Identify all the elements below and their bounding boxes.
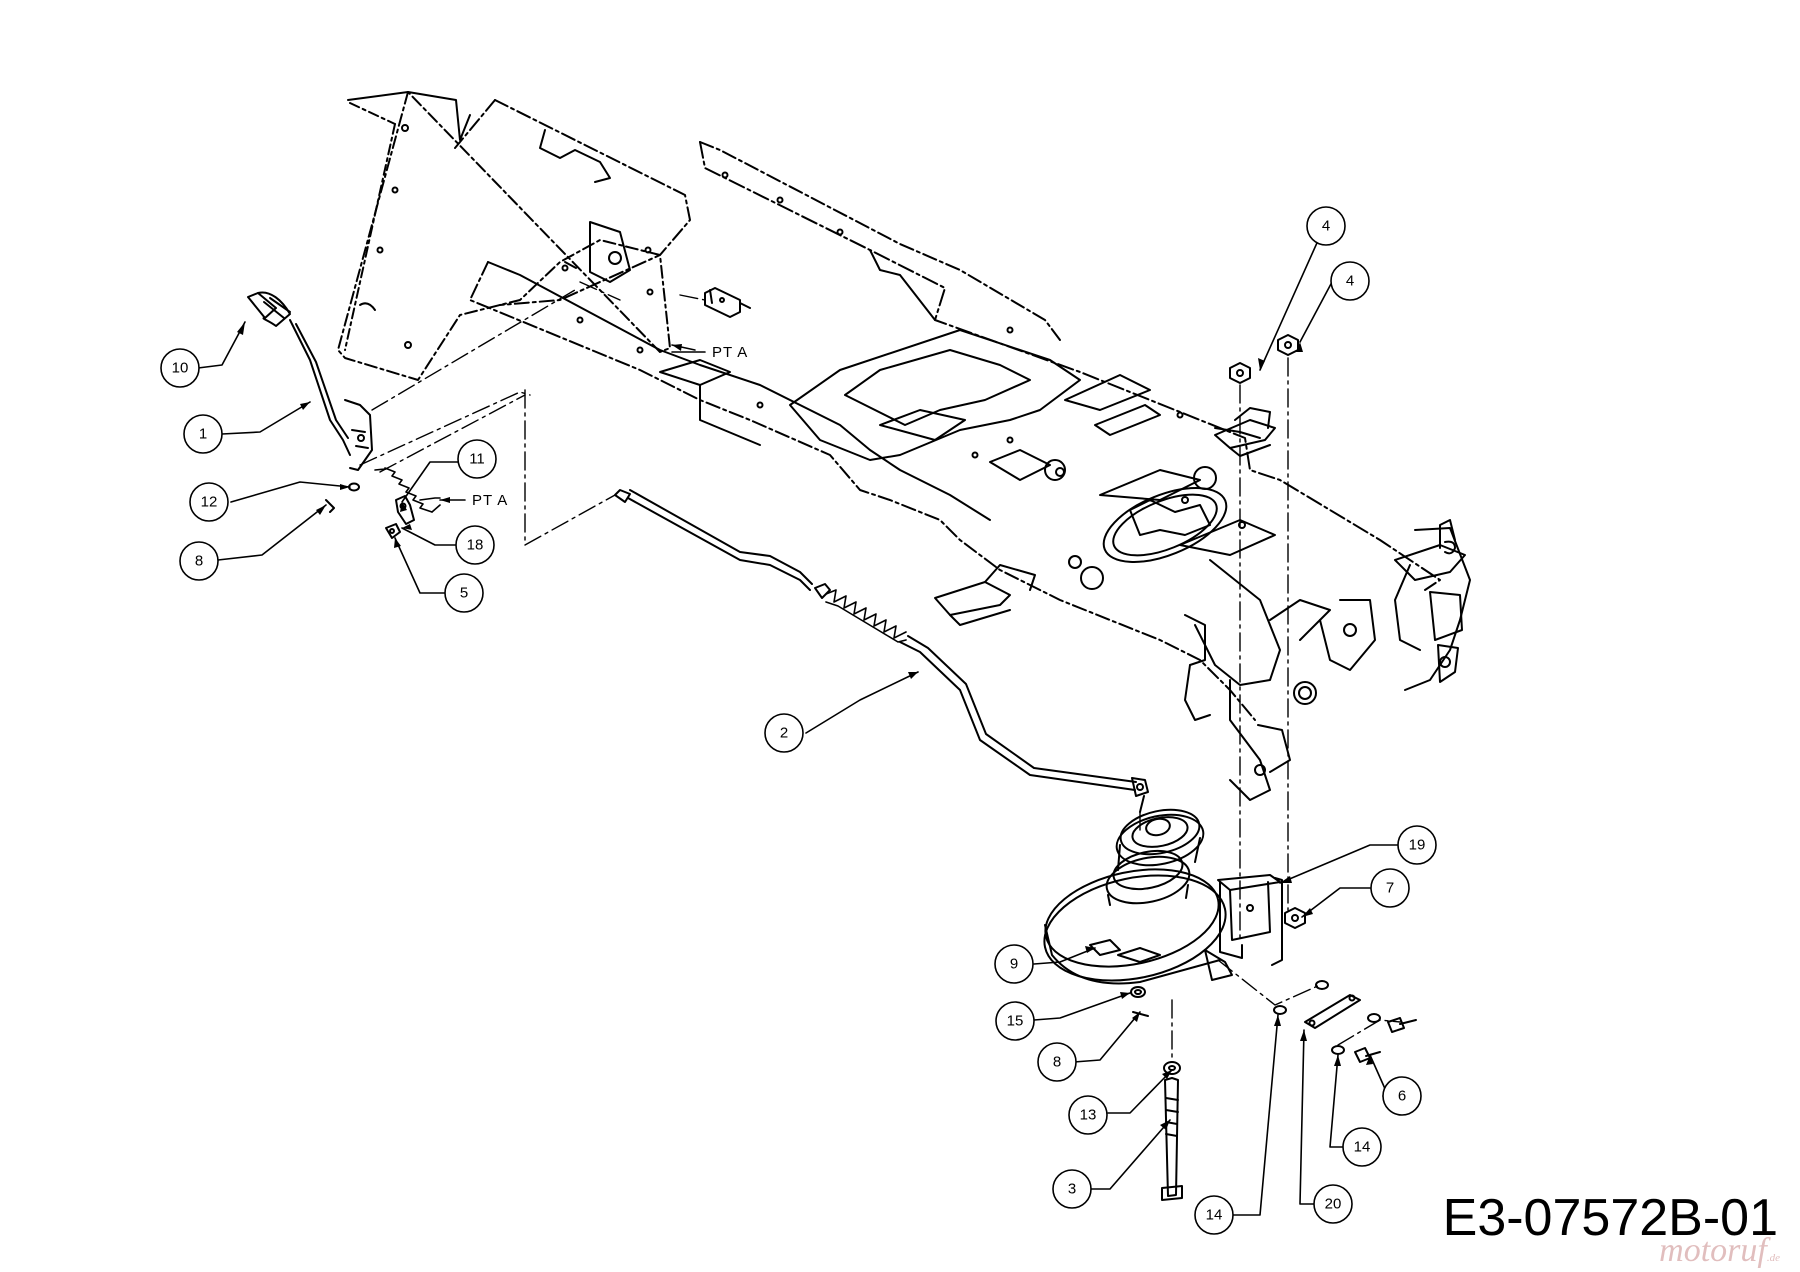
callout-7: 7 [1370,868,1410,908]
lock-nut-upper [1229,362,1251,384]
frame-lower-rail [469,261,1256,721]
callout-18: 18 [455,525,495,565]
callout-3: 3 [1052,1169,1092,1209]
svg-text:2: 2 [780,725,788,742]
control-rod [614,489,1149,813]
spacer-washers [1273,980,1381,1055]
frame-rear-bracket [1214,407,1471,691]
callout-14-left: 14 [1194,1195,1234,1235]
callout-8-upper: 8 [179,541,219,581]
svg-text:18: 18 [467,537,484,554]
clutch-bracket [1204,874,1283,981]
clutch-key-8 [1132,1011,1149,1017]
svg-text:14: 14 [1354,1139,1371,1156]
callout-1: 1 [183,414,223,454]
lever-spring [374,467,441,513]
svg-text:6: 6 [1398,1088,1406,1105]
callout-4-upper: 4 [1306,206,1346,246]
svg-text:5: 5 [460,585,468,602]
link-plate-20 [1304,994,1361,1029]
leader-lines [197,224,1399,1216]
callout-5: 5 [444,573,484,613]
callout-10: 10 [160,348,200,388]
clutch-washer-13 [1163,1061,1181,1075]
svg-text:9: 9 [1010,956,1018,973]
clutch-bolt-3 [1161,1077,1183,1201]
svg-text:12: 12 [201,494,218,511]
callouts: 10 1 11 12 8 18 5 2 4 4 19 7 9 15 8 13 3… [160,206,1437,1235]
lift-lever [247,291,373,471]
svg-text:4: 4 [1346,273,1354,290]
callout-20: 20 [1313,1184,1353,1224]
watermark-logo: motoruf.de [1659,1232,1780,1270]
frame-side-plate [337,91,671,381]
svg-text:1: 1 [199,426,207,443]
svg-text:8: 8 [1053,1054,1061,1071]
callout-6: 6 [1382,1076,1422,1116]
drawing-code: E3-07572B-01 [1442,1189,1778,1247]
switch-block [704,287,751,318]
lock-nut-lower [1277,334,1299,356]
flange-nut [1284,907,1306,929]
callout-8-lower: 8 [1037,1042,1077,1082]
svg-text:13: 13 [1080,1107,1097,1124]
svg-text:3: 3 [1068,1181,1076,1198]
svg-text:4: 4 [1322,218,1330,235]
callout-15: 15 [995,1001,1035,1041]
pt-a-label-lower: PT A [472,492,508,509]
svg-text:14: 14 [1206,1207,1223,1224]
frame-centre-deck [789,329,1276,590]
control-rod-spring [825,589,907,643]
frame-upper-plate [454,99,691,306]
watermark-suffix: .de [1766,1252,1780,1264]
alignment-lines [359,281,1401,1061]
leader-arrowheads [237,322,1373,1130]
frame-clutch-opening [1102,487,1228,563]
callout-14-right: 14 [1342,1127,1382,1167]
callout-2: 2 [764,713,804,753]
svg-text:19: 19 [1409,837,1426,854]
pto-clutch [1043,808,1227,985]
callout-19: 19 [1397,825,1437,865]
svg-text:7: 7 [1386,880,1394,897]
pedal-bracket-left [934,564,1036,626]
lever-hardware [325,482,415,539]
callout-9: 9 [994,944,1034,984]
svg-text:20: 20 [1325,1196,1342,1213]
callout-11: 11 [457,439,497,479]
svg-text:11: 11 [469,451,485,468]
pt-a-label-upper: PT A [712,344,748,361]
bolts-6 [1354,1017,1417,1063]
clutch-washer-15 [1130,986,1146,998]
callout-4-lower: 4 [1330,261,1370,301]
svg-text:15: 15 [1007,1013,1024,1030]
callout-12: 12 [189,482,229,522]
svg-text:8: 8 [195,553,203,570]
frame-front-mount [1184,559,1331,801]
watermark-text: motoruf [1659,1232,1767,1269]
callout-13: 13 [1068,1095,1108,1135]
svg-text:10: 10 [172,360,189,377]
frame-main-rail [699,141,1441,591]
